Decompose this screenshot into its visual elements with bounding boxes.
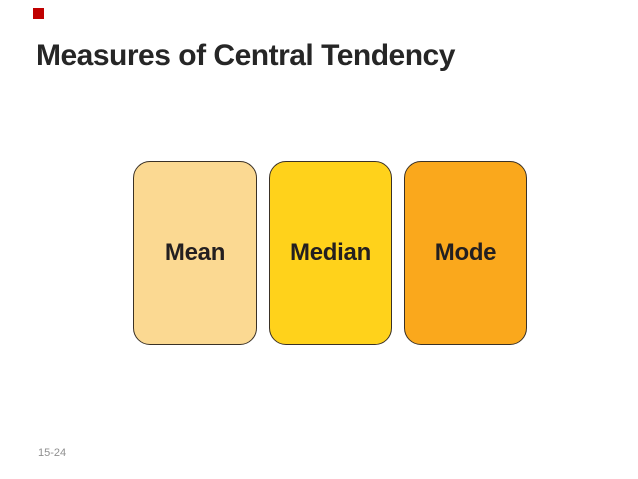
- mode-box-label: Mode: [434, 239, 497, 266]
- slide-number: 15-24: [38, 447, 67, 459]
- slide-title: Measures of Central Tendency: [36, 39, 455, 72]
- median-box: Median: [269, 161, 392, 345]
- mode-box: Mode: [404, 161, 527, 345]
- red-accent-square-icon: [33, 8, 44, 19]
- mean-box: Mean: [133, 161, 257, 345]
- median-box-label: Median: [290, 239, 371, 266]
- mean-box-label: Mean: [164, 239, 226, 266]
- central-tendency-boxes: Mean Median Mode: [133, 161, 527, 345]
